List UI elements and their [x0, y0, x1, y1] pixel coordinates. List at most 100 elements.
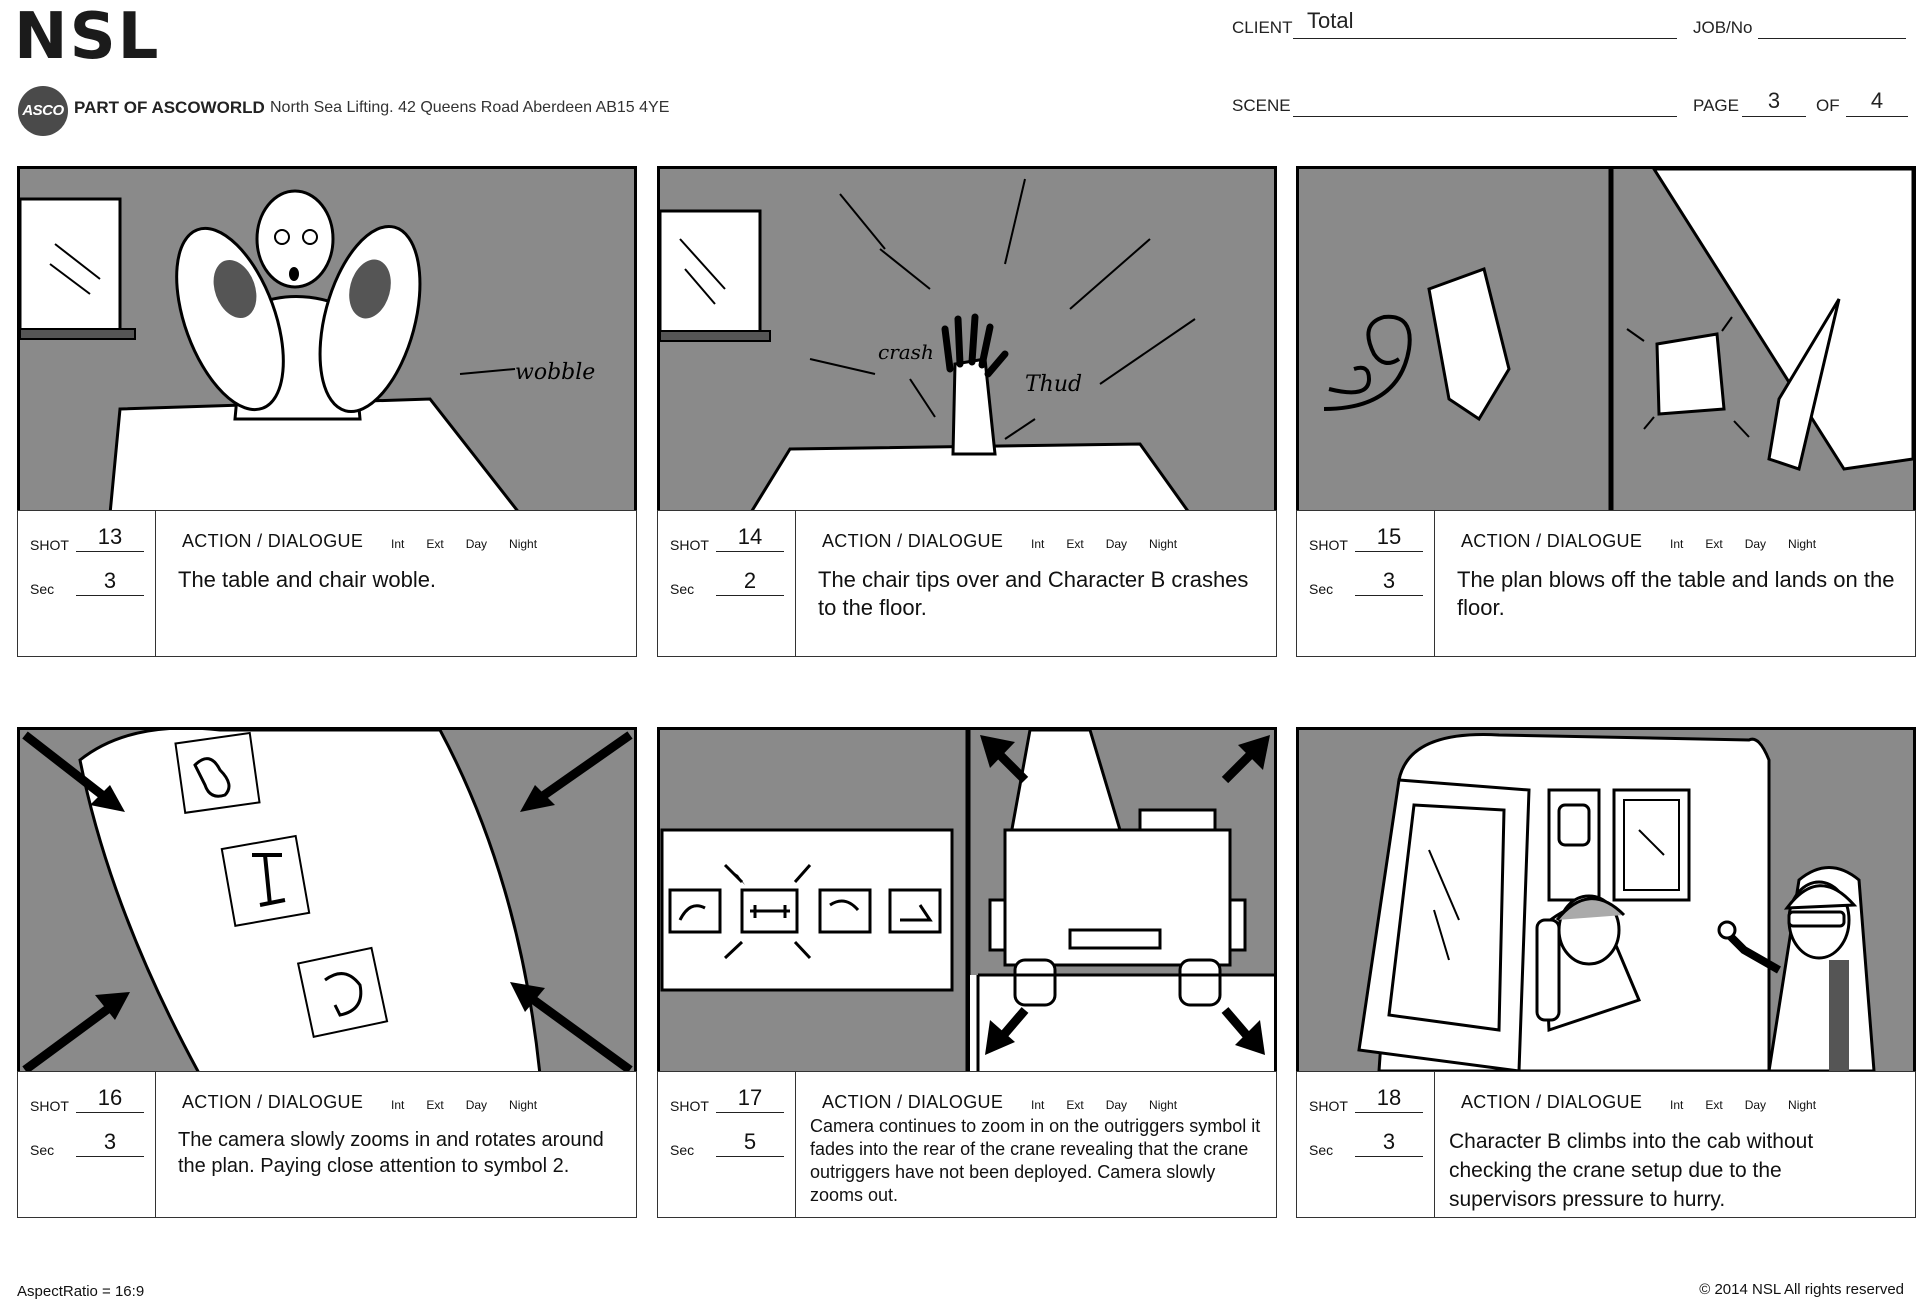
- ext-option[interactable]: Ext: [426, 1098, 444, 1112]
- action-dialogue-label: ACTION / DIALOGUE: [1461, 1092, 1643, 1112]
- int-option[interactable]: Int: [1670, 1098, 1684, 1112]
- sec-value-14[interactable]: 2: [716, 567, 784, 596]
- int-ext-day-night-options: Int Ext Day Night: [1031, 537, 1199, 551]
- shot-number-16[interactable]: 16: [76, 1084, 144, 1113]
- int-option[interactable]: Int: [391, 537, 405, 551]
- storyboard-panel-16: SHOT 16 Sec 3 ACTION / DIALOGUE Int Ext Da…: [17, 727, 637, 1218]
- int-ext-day-night-options: Int Ext Day Night: [391, 1098, 559, 1112]
- int-ext-day-night-options: Int Ext Day Night: [1670, 537, 1838, 551]
- frame-18-drawing: [1357, 733, 1876, 1071]
- action-dialogue-label: ACTION / DIALOGUE: [182, 531, 364, 551]
- action-dialogue-label: ACTION / DIALOGUE: [822, 531, 1004, 551]
- sec-value-15[interactable]: 3: [1355, 567, 1423, 596]
- of-field[interactable]: 4: [1846, 88, 1908, 117]
- info-divider: [795, 1072, 796, 1217]
- shot-number-14[interactable]: 14: [716, 523, 784, 552]
- sound-effect-wobble: wobble: [515, 360, 595, 385]
- action-dialogue-label: ACTION / DIALOGUE: [822, 1092, 1004, 1112]
- panel-16-info: SHOT 16 Sec 3 ACTION / DIALOGUE Int Ext Da…: [17, 1071, 637, 1218]
- action-description-15[interactable]: The plan blows off the table and lands o…: [1457, 567, 1895, 620]
- night-option[interactable]: Night: [1788, 537, 1817, 551]
- asco-badge-icon: ASCO: [18, 86, 68, 136]
- sec-label: Sec: [30, 581, 55, 597]
- storyboard-panel-13: wobble SHOT 13 Sec 3 ACTION / DIALOGUE I…: [17, 166, 637, 657]
- sec-label: Sec: [670, 581, 695, 597]
- aspect-ratio-note: AspectRatio = 16:9: [17, 1283, 145, 1300]
- shot-number-15[interactable]: 15: [1355, 523, 1423, 552]
- frame-17: [657, 727, 1277, 1074]
- storyboard-panel-14: crash Thud SHOT 14 Sec 2 ACTION / DIALOG…: [657, 166, 1277, 657]
- frame-16: [17, 727, 637, 1074]
- page-value: 3: [1767, 88, 1781, 113]
- scene-label: SCENE: [1232, 96, 1291, 115]
- shot-label: SHOT: [670, 537, 709, 553]
- night-option[interactable]: Night: [1149, 537, 1178, 551]
- sound-effect-thud: Thud: [1025, 372, 1082, 397]
- int-ext-day-night-options: Int Ext Day Night: [1031, 1098, 1199, 1112]
- day-option[interactable]: Day: [465, 1098, 488, 1112]
- sec-label: Sec: [1309, 1142, 1334, 1158]
- int-option[interactable]: Int: [391, 1098, 405, 1112]
- client-field[interactable]: Total: [1293, 8, 1677, 39]
- action-description-17[interactable]: Camera continues to zoom in on the outri…: [810, 1116, 1261, 1205]
- asco-label: PART OF ASCOWORLD: [74, 98, 265, 117]
- day-option[interactable]: Day: [465, 537, 488, 551]
- night-option[interactable]: Night: [1788, 1098, 1817, 1112]
- sec-value-13[interactable]: 3: [76, 567, 144, 596]
- info-divider: [155, 1072, 156, 1217]
- day-option[interactable]: Day: [1744, 537, 1767, 551]
- ext-option[interactable]: Ext: [1066, 537, 1084, 551]
- ext-option[interactable]: Ext: [1705, 537, 1723, 551]
- day-option[interactable]: Day: [1105, 1098, 1128, 1112]
- sec-value-18[interactable]: 3: [1355, 1128, 1423, 1157]
- shot-number-17[interactable]: 17: [716, 1084, 784, 1113]
- panel-13-info: SHOT 13 Sec 3 ACTION / DIALOGUE Int Ext Da…: [17, 510, 637, 657]
- ext-option[interactable]: Ext: [1066, 1098, 1084, 1112]
- int-option[interactable]: Int: [1031, 1098, 1045, 1112]
- sec-label: Sec: [30, 1142, 55, 1158]
- shot-label: SHOT: [30, 537, 69, 553]
- shot-number-18[interactable]: 18: [1355, 1084, 1423, 1113]
- frame-13: wobble: [17, 166, 637, 513]
- day-option[interactable]: Day: [1105, 537, 1128, 551]
- of-value: 4: [1870, 88, 1884, 113]
- company-address: North Sea Lifting. 42 Queens Road Aberde…: [270, 99, 670, 116]
- shot-label: SHOT: [1309, 1098, 1348, 1114]
- int-option[interactable]: Int: [1670, 537, 1684, 551]
- night-option[interactable]: Night: [509, 1098, 538, 1112]
- action-dialogue-label: ACTION / DIALOGUE: [182, 1092, 364, 1112]
- job-field[interactable]: [1758, 14, 1906, 39]
- info-divider: [155, 511, 156, 656]
- ext-option[interactable]: Ext: [426, 537, 444, 551]
- shot-label: SHOT: [30, 1098, 69, 1114]
- job-label: JOB/No: [1693, 18, 1753, 37]
- int-option[interactable]: Int: [1031, 537, 1045, 551]
- page-field[interactable]: 3: [1742, 88, 1806, 117]
- night-option[interactable]: Night: [1149, 1098, 1178, 1112]
- copyright: © 2014 NSL All rights reserved: [1699, 1281, 1904, 1298]
- client-label: CLIENT: [1232, 18, 1293, 37]
- sec-value-17[interactable]: 5: [716, 1128, 784, 1157]
- action-description-18[interactable]: Character B climbs into the cab without …: [1449, 1130, 1814, 1211]
- action-description-14[interactable]: The chair tips over and Character B cras…: [818, 567, 1249, 620]
- scene-field[interactable]: [1293, 92, 1677, 117]
- night-option[interactable]: Night: [509, 537, 538, 551]
- frame-15: [1296, 166, 1916, 513]
- action-description-13[interactable]: The table and chair woble.: [178, 567, 437, 592]
- page-label: PAGE: [1693, 96, 1739, 115]
- info-divider: [1434, 1072, 1435, 1217]
- day-option[interactable]: Day: [1744, 1098, 1767, 1112]
- sec-value-16[interactable]: 3: [76, 1128, 144, 1157]
- panel-18-info: SHOT 18 Sec 3 ACTION / DIALOGUE Int Ext Da…: [1296, 1071, 1916, 1218]
- sec-label: Sec: [1309, 581, 1334, 597]
- shot-number-13[interactable]: 13: [76, 523, 144, 552]
- frame-13-drawing: wobble: [20, 189, 595, 510]
- ext-option[interactable]: Ext: [1705, 1098, 1723, 1112]
- action-description-16[interactable]: The camera slowly zooms in and rotates a…: [178, 1129, 604, 1177]
- int-ext-day-night-options: Int Ext Day Night: [1670, 1098, 1838, 1112]
- action-dialogue-label: ACTION / DIALOGUE: [1461, 531, 1643, 551]
